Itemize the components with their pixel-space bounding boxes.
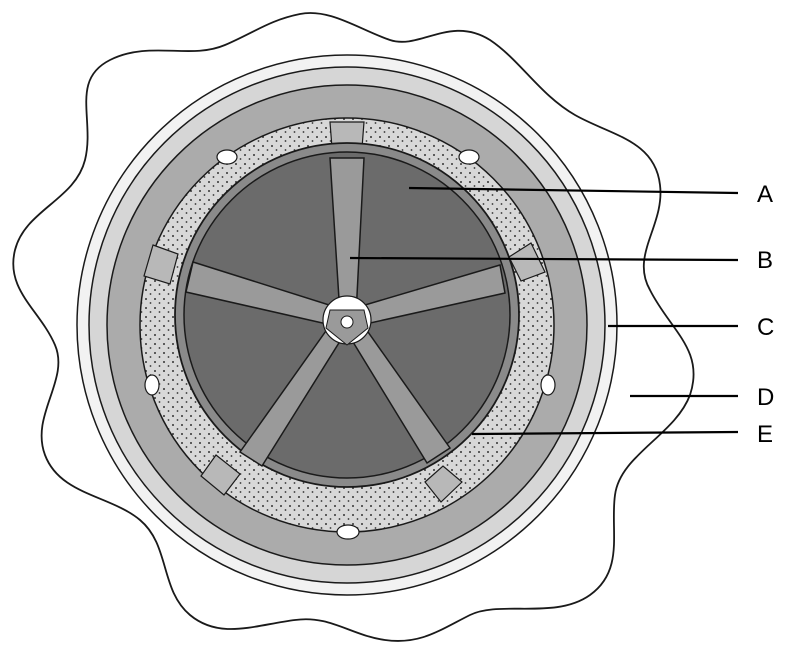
label-b: B xyxy=(757,247,773,274)
label-d: D xyxy=(757,384,774,411)
label-e: E xyxy=(757,421,773,448)
label-c: C xyxy=(757,314,774,341)
central-hub xyxy=(323,296,371,345)
label-a: A xyxy=(757,181,773,208)
